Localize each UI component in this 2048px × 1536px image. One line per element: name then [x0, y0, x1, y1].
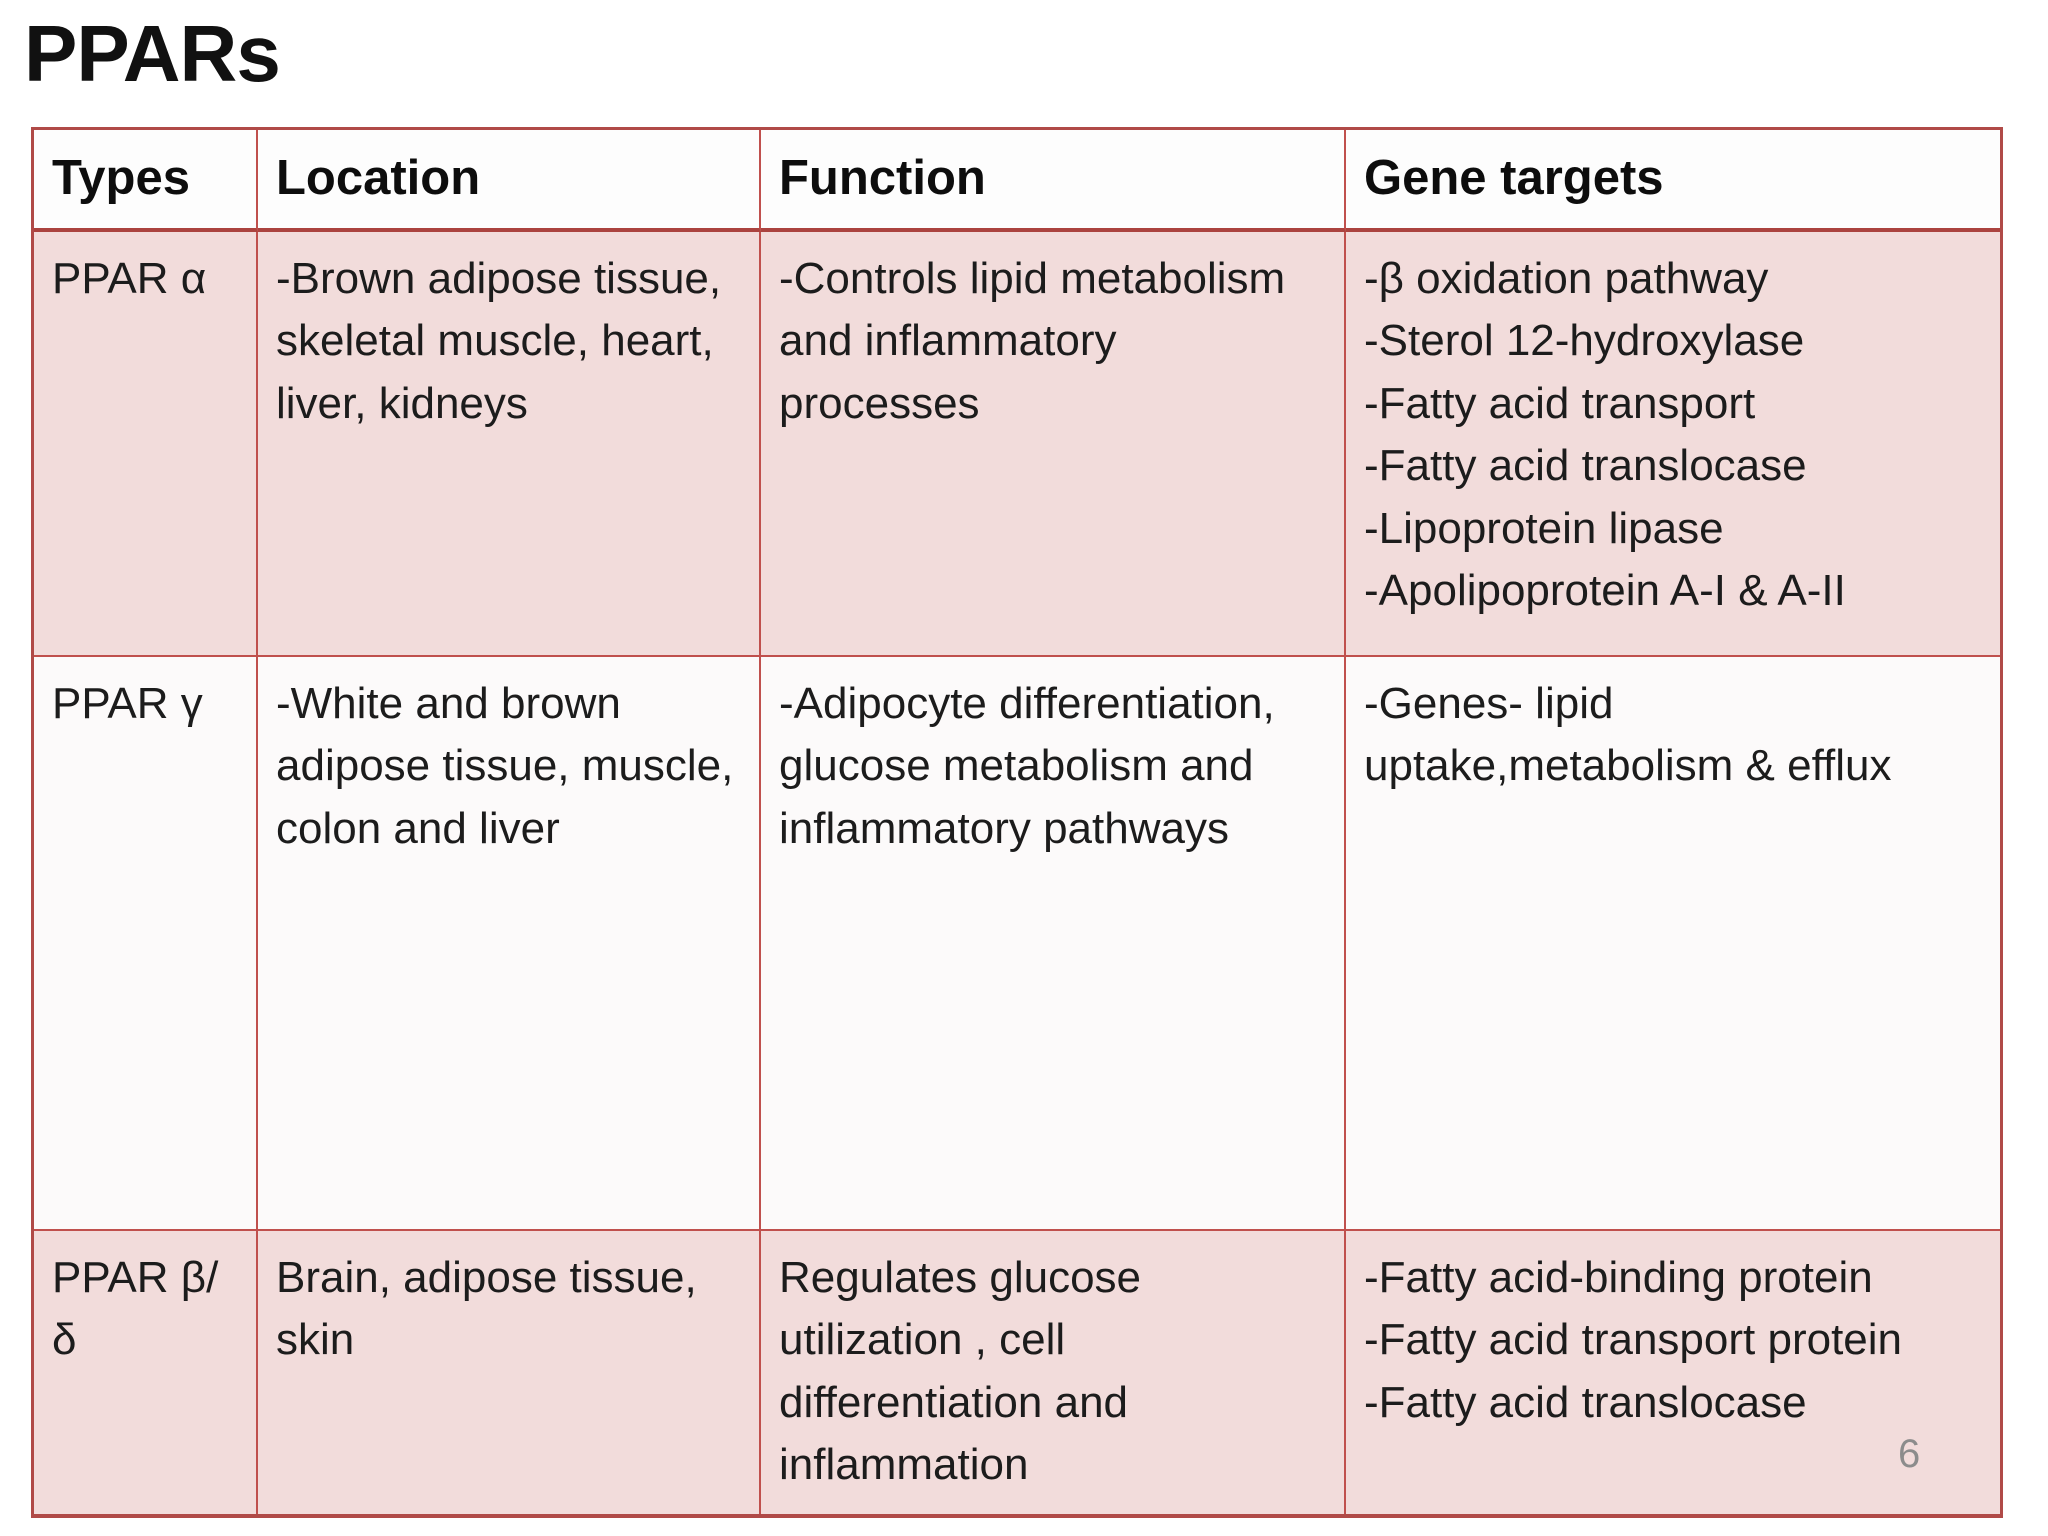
gene-target-item: -Genes- lipid uptake,metabolism & efflux	[1364, 679, 1892, 791]
cell-row2-location: -White and brown adipose tissue, muscle,…	[258, 657, 761, 1231]
header-cell-gene-targets: Gene targets	[1346, 130, 2000, 232]
gene-target-item: -Fatty acid translocase	[1364, 441, 1807, 491]
gene-target-item: -Apolipoprotein A-I & A-II	[1364, 566, 1846, 616]
cell-row3-type: PPAR β/δ	[34, 1231, 258, 1514]
cell-row1-function: -Controls lipid metabolism and inflammat…	[761, 232, 1346, 657]
cell-row2-function: -Adipocyte differentiation, glucose meta…	[761, 657, 1346, 1231]
gene-target-item: -β oxidation pathway	[1364, 254, 1769, 303]
cell-row1-type: PPAR α	[34, 232, 258, 657]
gene-target-item: -Sterol 12-hydroxylase	[1364, 316, 1805, 366]
cell-row1-location: -Brown adipose tissue, skeletal muscle, …	[258, 232, 761, 657]
cell-row2-type: PPAR γ	[34, 657, 258, 1231]
gene-target-item: -Fatty acid transport	[1364, 378, 1756, 428]
gene-target-item: -Fatty acid transport protein	[1364, 1315, 1903, 1365]
header-cell-types: Types	[34, 130, 258, 232]
cell-row3-gene-targets: -Fatty acid-binding protein -Fatty acid …	[1346, 1231, 2000, 1514]
cell-row2-gene-targets: -Genes- lipid uptake,metabolism & efflux	[1346, 657, 2000, 1231]
gene-target-item: -Fatty acid-binding protein	[1364, 1253, 1873, 1302]
header-cell-function: Function	[761, 130, 1346, 232]
cell-row1-gene-targets: -β oxidation pathway -Sterol 12-hydroxyl…	[1346, 232, 2000, 657]
gene-target-item: -Lipoprotein lipase	[1364, 503, 1724, 553]
cell-row3-location: Brain, adipose tissue, skin	[258, 1231, 761, 1514]
cell-row3-function: Regulates glucose utilization , cell dif…	[761, 1231, 1346, 1514]
gene-target-item: -Fatty acid translocase	[1364, 1377, 1807, 1427]
page-number: 6	[1898, 1432, 1921, 1476]
ppar-table: Types Location Function Gene targets PPA…	[31, 127, 2003, 1518]
header-cell-location: Location	[258, 130, 761, 232]
slide-title: PPARs	[24, 9, 281, 98]
